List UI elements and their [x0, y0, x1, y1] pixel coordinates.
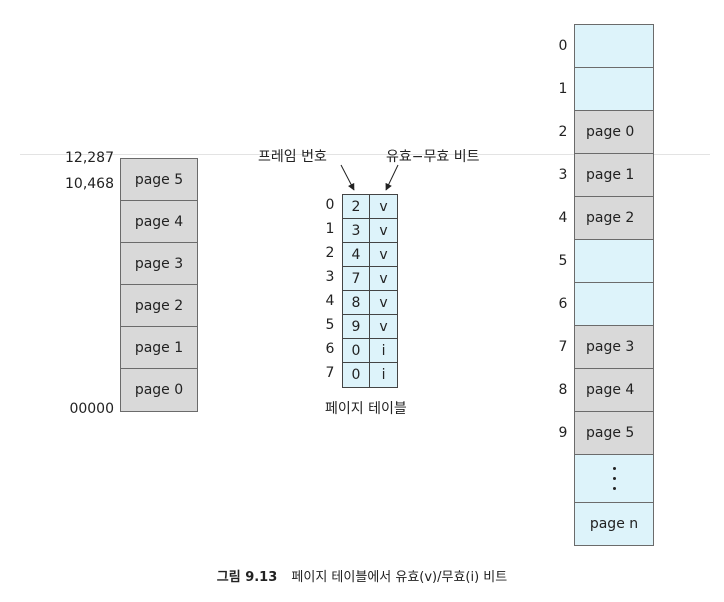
ellipsis-frame — [575, 455, 653, 503]
address-top-label: 12,287 — [65, 150, 114, 166]
frame-number-cell: 2 — [343, 195, 371, 218]
physical-frame — [575, 283, 653, 326]
page-table-caption: 페이지 테이블 — [325, 401, 407, 417]
valid-bit-cell: v — [379, 246, 388, 263]
frame-number-label: 프레임 번호 — [258, 149, 327, 165]
frame-number: 8 — [558, 382, 568, 398]
frame-number: 0 — [558, 38, 568, 54]
top-divider — [20, 154, 710, 155]
physical-frame: page 5 — [575, 412, 653, 455]
frame-number-cell: 8 — [343, 291, 371, 314]
valid-bit-label-arrow — [385, 164, 399, 191]
logical-page-cell: page 3 — [121, 243, 197, 285]
page-table: 2 v 3 v 4 v 7 v 8 v 9 v 0 i 0 i — [342, 194, 398, 388]
valid-bit-cell: i — [381, 367, 386, 383]
address-second-label: 10,468 — [65, 176, 114, 192]
page-table-index: 2 — [325, 245, 335, 261]
frame-number: 1 — [558, 81, 568, 97]
physical-frame: page 3 — [575, 326, 653, 369]
figure-number: 그림 9.13 — [216, 570, 278, 585]
table-row: 2 v — [343, 195, 397, 219]
table-row: 4 v — [343, 243, 397, 267]
frame-number: 2 — [558, 124, 568, 140]
figure-caption-text: 페이지 테이블에서 유효(v)/무효(i) 비트 — [291, 570, 508, 585]
frame-number: 6 — [558, 296, 568, 312]
page-table-index: 3 — [325, 269, 335, 285]
vertical-ellipsis-icon — [612, 467, 616, 490]
page-table-index: 0 — [325, 197, 335, 213]
frame-number: 4 — [558, 210, 568, 226]
valid-bit-cell: v — [379, 198, 388, 215]
physical-memory-column: page 0 page 1 page 2 page 3 page 4 page … — [574, 24, 654, 546]
page-table-index: 5 — [325, 317, 335, 333]
table-row: 3 v — [343, 219, 397, 243]
page-table-index: 7 — [325, 365, 335, 381]
physical-frame: page 2 — [575, 197, 653, 240]
frame-number-cell: 4 — [343, 243, 371, 266]
valid-invalid-bit-label: 유효−무효 비트 — [386, 149, 480, 165]
physical-frame: page 4 — [575, 369, 653, 412]
logical-page-cell: page 4 — [121, 201, 197, 243]
valid-bit-cell: v — [379, 222, 388, 239]
frame-number: 5 — [558, 253, 568, 269]
valid-bit-cell: v — [379, 294, 388, 311]
table-row: 7 v — [343, 267, 397, 291]
physical-frame-last: page n — [575, 503, 653, 545]
frame-number-cell: 9 — [343, 315, 371, 338]
logical-memory-column: page 5 page 4 page 3 page 2 page 1 page … — [120, 158, 198, 412]
page-table-index: 6 — [325, 341, 335, 357]
table-row: 0 i — [343, 339, 397, 363]
valid-bit-cell: v — [379, 318, 388, 335]
physical-frame — [575, 25, 653, 68]
frame-number: 9 — [558, 425, 568, 441]
logical-page-cell: page 0 — [121, 369, 197, 411]
frame-number-cell: 0 — [343, 339, 371, 362]
address-bottom-label: 00000 — [69, 401, 114, 417]
frame-number: 3 — [558, 167, 568, 183]
table-row: 9 v — [343, 315, 397, 339]
frame-number-cell: 0 — [343, 363, 371, 387]
frame-label-arrow — [340, 164, 355, 191]
page-table-index: 4 — [325, 293, 335, 309]
valid-bit-cell: i — [381, 342, 386, 359]
physical-frame: page 1 — [575, 154, 653, 197]
figure-caption: 그림 9.13 페이지 테이블에서 유효(v)/무효(i) 비트 — [0, 566, 724, 585]
frame-number-cell: 3 — [343, 219, 371, 242]
logical-page-cell: page 2 — [121, 285, 197, 327]
frame-number: 7 — [558, 339, 568, 355]
page-table-index: 1 — [325, 221, 335, 237]
table-row: 0 i — [343, 363, 397, 387]
frame-number-cell: 7 — [343, 267, 371, 290]
physical-frame: page 0 — [575, 111, 653, 154]
logical-page-cell: page 5 — [121, 159, 197, 201]
physical-frame — [575, 68, 653, 111]
table-row: 8 v — [343, 291, 397, 315]
valid-bit-cell: v — [379, 270, 388, 287]
logical-page-cell: page 1 — [121, 327, 197, 369]
physical-frame — [575, 240, 653, 283]
